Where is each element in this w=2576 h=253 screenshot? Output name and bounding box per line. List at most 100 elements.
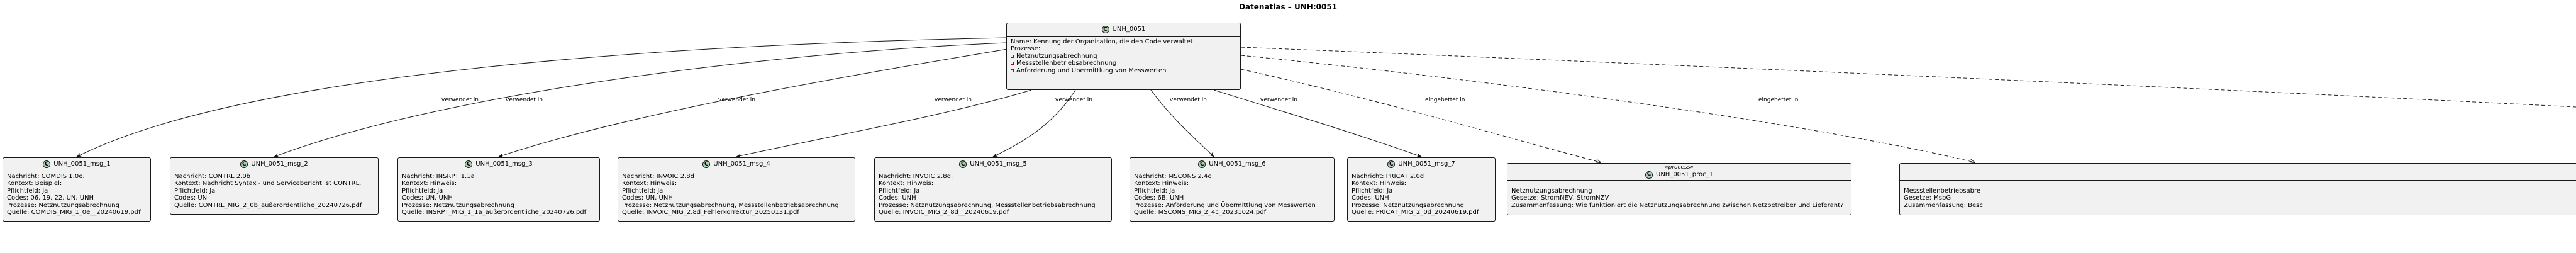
edge-label-used-in: verwendet in [1170, 97, 1208, 103]
process-attr: Messstellenbetriebsabre [1904, 188, 1981, 194]
message-class-name: UNH_0051_msg_7 [1398, 160, 1455, 168]
edge-embedded-in-proc-1 [1240, 69, 1601, 162]
message-attr: Pflichtfeld: Ja [174, 187, 216, 194]
edge-used-in-msg-6 [1150, 89, 1214, 157]
message-attr: Codes: UN, UNH [402, 194, 453, 202]
message-attr: Pflichtfeld: Ja [1352, 187, 1393, 194]
message-attr: Codes: UNH [879, 194, 916, 202]
process-attr: Zusammenfassung: Wie funktioniert die Ne… [1511, 201, 1844, 209]
edge-used-in-msg-7 [1213, 89, 1422, 157]
root-process-item: Anforderung und Übermittlung von Messwer… [1016, 67, 1167, 74]
message-attr: Kontext: Hinweis: [622, 180, 677, 188]
message-attr: Quelle: COMDIS_MIG_1_0e__20240619.pdf [7, 209, 141, 216]
message-attr: Pflichtfeld: Ja [879, 187, 920, 194]
message-attr: Kontext: Hinweis: [402, 180, 457, 188]
edge-label-used-in: verwendet in [1260, 97, 1298, 103]
message-attr: Quelle: MSCONS_MIG_2_4c_20231024.pdf [1134, 209, 1267, 216]
message-attr: Pflichtfeld: Ja [622, 187, 663, 194]
message-attr: Nachricht: COMDIS 1.0e. [7, 173, 85, 180]
message-attr: Prozesse: Anforderung und Übermittlung v… [1134, 201, 1316, 209]
message-attr: Nachricht: INVOIC 2.8d [622, 173, 694, 180]
message-attr: Nachricht: INSRPT 1.1a [402, 173, 475, 180]
root-attr-processes: Prozesse: [1011, 45, 1041, 53]
message-attr: Codes: 06, 19, 22, UN, UNH [7, 194, 94, 202]
message-attr: Pflichtfeld: Ja [402, 187, 443, 194]
message-class-name: UNH_0051_msg_5 [970, 160, 1027, 168]
edge-used-in-msg-5 [992, 89, 1076, 157]
edge-used-in-msg-4 [736, 89, 1032, 158]
message-attr: Prozesse: Netznutzungsabrechnung [7, 201, 119, 209]
message-attr: Nachricht: INVOIC 2.8d. [879, 173, 953, 180]
edge-used-in-msg-2 [274, 42, 1007, 157]
process-class-name: UNH_0051_proc_1 [1656, 171, 1713, 178]
process-class-node-partial[interactable]: Messstellenbetriebsabre Gesetze: MsbG Zu… [1899, 163, 2576, 215]
message-attr: Codes: UN, UNH [622, 194, 673, 202]
process-attr: Gesetze: MsbG [1904, 194, 1951, 202]
class-icon: C [702, 160, 711, 168]
bullet-square-icon [1011, 55, 1014, 59]
message-attr: Kontext: Nachricht Syntax - und Serviceb… [174, 180, 362, 188]
process-attr: Netznutzungsabrechnung [1511, 188, 1592, 194]
message-attr: Codes: UN [174, 194, 208, 202]
class-icon: C [465, 160, 473, 168]
message-attr: Codes: UNH [1352, 194, 1389, 202]
edge-label-embedded-in: eingebettet in [1758, 97, 1799, 103]
message-attr: Prozesse: Netznutzungsabrechnung [1352, 201, 1464, 209]
message-class-name: UNH_0051_msg_3 [475, 160, 533, 168]
message-attr: Nachricht: CONTRL 2.0b [174, 173, 251, 180]
root-process-item: Messstellenbetriebsabrechnung [1016, 60, 1117, 67]
root-process-item: Netznutzungsabrechnung [1016, 52, 1097, 60]
class-icon: C [240, 160, 248, 168]
edge-used-in-msg-1 [76, 37, 1007, 157]
message-attr: Nachricht: MSCONS 2.4c [1134, 173, 1211, 180]
message-attr: Prozesse: Netznutzungsabrechnung [402, 201, 514, 209]
root-attr-name: Name: Kennung der Organisation, die den … [1011, 38, 1193, 45]
class-icon: C [1387, 160, 1396, 168]
class-icon: C [1198, 160, 1206, 168]
class-icon: C [1101, 26, 1109, 33]
message-attr: Quelle: INSRPT_MIG_1_1a_außerordentliche… [402, 209, 587, 216]
root-class-name: UNH_0051 [1112, 26, 1146, 33]
process-attr: Zusammenfassung: Besc [1904, 201, 1983, 209]
edge-label-used-in: verwendet in [506, 97, 543, 103]
edge-label-used-in: verwendet in [441, 97, 479, 103]
message-attr: Quelle: CONTRL_MIG_2_0b_außerordentliche… [174, 201, 362, 209]
message-attr: Kontext: Beispiel: [7, 180, 62, 188]
edge-label-used-in: verwendet in [1055, 97, 1093, 103]
message-attr: Prozesse: Netznutzungsabrechnung, Messst… [622, 201, 839, 209]
message-attr: Kontext: Hinweis: [1134, 180, 1189, 188]
class-icon: C [1645, 171, 1653, 179]
message-class-name: UNH_0051_msg_1 [53, 160, 111, 168]
diagram-title: Datenatlas – UNH:0051 [1238, 3, 1338, 11]
message-attr: Kontext: Hinweis: [1352, 180, 1407, 188]
message-attr: Quelle: PRICAT_MIG_2_0d_20240619.pdf [1352, 209, 1479, 216]
message-attr: Pflichtfeld: Ja [1134, 187, 1175, 194]
root-class-node[interactable]: C UNH_0051 Name: Kennung der Organisatio… [1006, 23, 1241, 90]
process-stereotype: «process» [1665, 164, 1694, 171]
message-attr: Quelle: INVOIC_MIG_2_8d__20240619.pdf [879, 209, 1009, 216]
message-attr: Nachricht: PRICAT 2.0d [1352, 173, 1424, 180]
class-icon: C [959, 160, 967, 168]
bullet-square-icon [1011, 69, 1014, 72]
message-attr: Pflichtfeld: Ja [7, 187, 48, 194]
message-attr: Kontext: Hinweis: [879, 180, 934, 188]
class-icon: C [43, 160, 51, 168]
bullet-square-icon [1011, 62, 1014, 65]
message-class-name: UNH_0051_msg_6 [1209, 160, 1266, 168]
edge-label-used-in: verwendet in [935, 97, 972, 103]
message-attr: Codes: 6B, UNH [1134, 194, 1184, 202]
message-attr: Prozesse: Netznutzungsabrechnung, Messst… [879, 201, 1096, 209]
edge-label-embedded-in: eingebettet in [1425, 97, 1465, 103]
process-attr: Gesetze: StromNEV, StromNZV [1511, 194, 1609, 202]
edge-label-used-in: verwendet in [718, 97, 756, 103]
edge-embedded-in-proc-2 [1240, 55, 1975, 162]
